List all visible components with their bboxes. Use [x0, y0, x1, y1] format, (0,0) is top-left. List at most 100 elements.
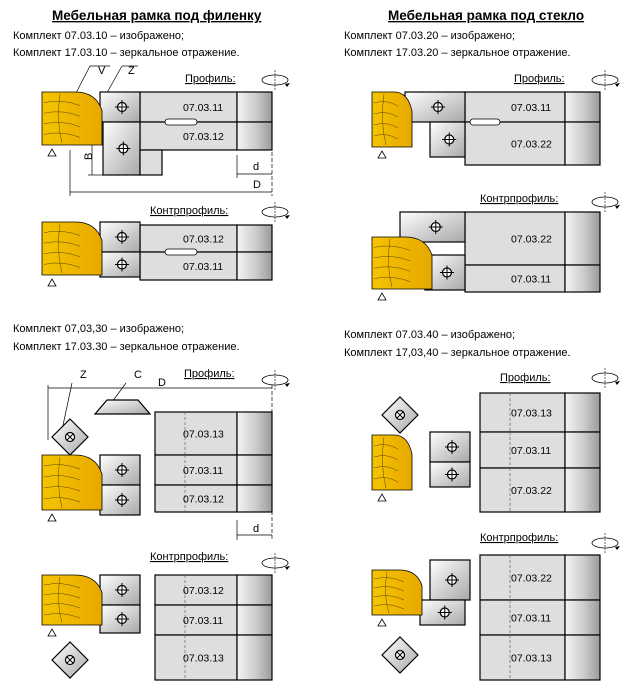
dim-c: C	[134, 369, 142, 381]
cutter-hub	[236, 574, 273, 606]
wood-grain	[43, 593, 81, 599]
panel-b-counterprofile-label: Контрпрофиль:	[480, 193, 558, 205]
dim-v: V	[98, 65, 106, 77]
workpiece	[371, 236, 433, 301]
cutter-body	[464, 91, 566, 123]
reference-mark-icon	[377, 618, 387, 627]
screw-icon	[115, 612, 129, 626]
cutter-label: 07.03.13	[511, 408, 552, 420]
cutter-07-03-13: 07.03.13	[154, 634, 273, 681]
workpiece	[41, 574, 103, 637]
wood-grain	[373, 577, 405, 583]
arrow-icon	[615, 83, 620, 87]
cutter-hub	[564, 211, 601, 266]
screw-icon	[442, 132, 457, 147]
workpiece	[41, 454, 103, 511]
screw-icon	[437, 605, 452, 620]
dim-D-c: D	[158, 377, 166, 389]
cutter-hub	[564, 554, 601, 601]
panel-a-kit-2: Комплект 17.03.10 – зеркальное отражение…	[13, 47, 240, 59]
wood-grain	[58, 93, 63, 144]
screw-icon	[66, 433, 74, 441]
cutter-label: 07.03.13	[183, 653, 224, 665]
cutter-body	[139, 149, 163, 176]
arrow-icon	[615, 381, 620, 385]
cutter-07-03-11: 07.03.11	[464, 264, 601, 293]
arrow-icon	[285, 83, 290, 87]
arrow-icon	[615, 205, 620, 209]
cutter-07-03-11: 07.03.11	[139, 251, 273, 281]
workpiece	[371, 569, 423, 627]
screw-icon	[431, 100, 445, 114]
panel-d-counterprofile-label: Контрпрофиль:	[480, 532, 558, 544]
slot	[469, 118, 501, 126]
reference-mark-icon	[47, 148, 57, 157]
cutter-body	[464, 264, 566, 293]
cutter-body	[479, 634, 566, 681]
cutter-label: 07.03.11	[183, 465, 223, 477]
workpiece	[371, 236, 433, 290]
panel-d-kit-2: Комплект 17,03,40 – зеркальное отражение…	[344, 347, 571, 359]
dim-d: d	[253, 161, 259, 173]
cutter-body	[479, 431, 566, 469]
arrow-icon	[285, 383, 290, 387]
workpiece	[41, 221, 103, 276]
wood-grain	[58, 576, 63, 624]
cutter-hub	[236, 251, 273, 281]
cutter-label: 07.03.11	[511, 102, 551, 114]
screw-icon	[445, 573, 459, 587]
cutter-hub	[564, 431, 601, 469]
cutter-body	[154, 574, 238, 606]
cutter-label: 07.03.13	[183, 429, 224, 441]
cutter-07-03-13: 07.03.13	[479, 634, 601, 681]
wood-grain	[43, 475, 81, 481]
wood-grain	[373, 586, 405, 592]
arrow-icon	[615, 546, 620, 550]
workpiece	[41, 91, 103, 146]
screw-icon	[115, 230, 129, 244]
wood-grain	[373, 101, 399, 107]
wood-grain	[373, 477, 399, 483]
cutter-label: 07.03.12	[183, 131, 224, 143]
cutter-body	[479, 392, 566, 433]
screw-icon	[396, 651, 404, 659]
cutter-hub	[236, 484, 273, 513]
cutter-label: 07.03.11	[183, 261, 223, 273]
cutter-hub	[236, 224, 273, 253]
wood-grain	[373, 444, 399, 450]
wood-grain	[385, 571, 390, 614]
wood-grain	[43, 464, 81, 470]
workpiece	[371, 434, 413, 502]
cutter-label: 07.03.12	[183, 585, 224, 597]
cutter-body	[154, 484, 238, 513]
cutter-07-03-11: 07.03.11	[479, 599, 601, 636]
cutter-hub	[564, 264, 601, 293]
screw-icon	[396, 411, 404, 419]
cutter-07-03-12: 07.03.12	[139, 121, 273, 151]
panel-b-title: Мебельная рамка под стекло	[388, 8, 584, 23]
wood-grain	[373, 276, 411, 282]
workpiece	[371, 569, 423, 616]
wood-grain	[373, 245, 411, 251]
panel-b-profile-label: Профиль:	[514, 73, 565, 85]
cutter-hub	[564, 91, 601, 123]
cutter-07-03-11: 07.03.11	[464, 91, 601, 123]
arrow-icon	[285, 215, 290, 219]
cutter-body	[139, 224, 238, 253]
wood-grain	[43, 613, 81, 619]
workpiece	[371, 91, 413, 148]
rotation-direction-icon	[591, 368, 620, 388]
cutter-label: 07.03.22	[511, 485, 552, 497]
slot	[164, 118, 198, 126]
reference-mark-icon	[377, 493, 387, 502]
cutter-body	[464, 211, 566, 266]
cutter-label: 07.03.11	[183, 102, 223, 114]
workpiece	[41, 574, 103, 626]
cutter-assembly: 07.03.11 07.03.12	[99, 91, 273, 176]
screw-icon	[66, 656, 74, 664]
cutter-hub	[236, 454, 273, 486]
